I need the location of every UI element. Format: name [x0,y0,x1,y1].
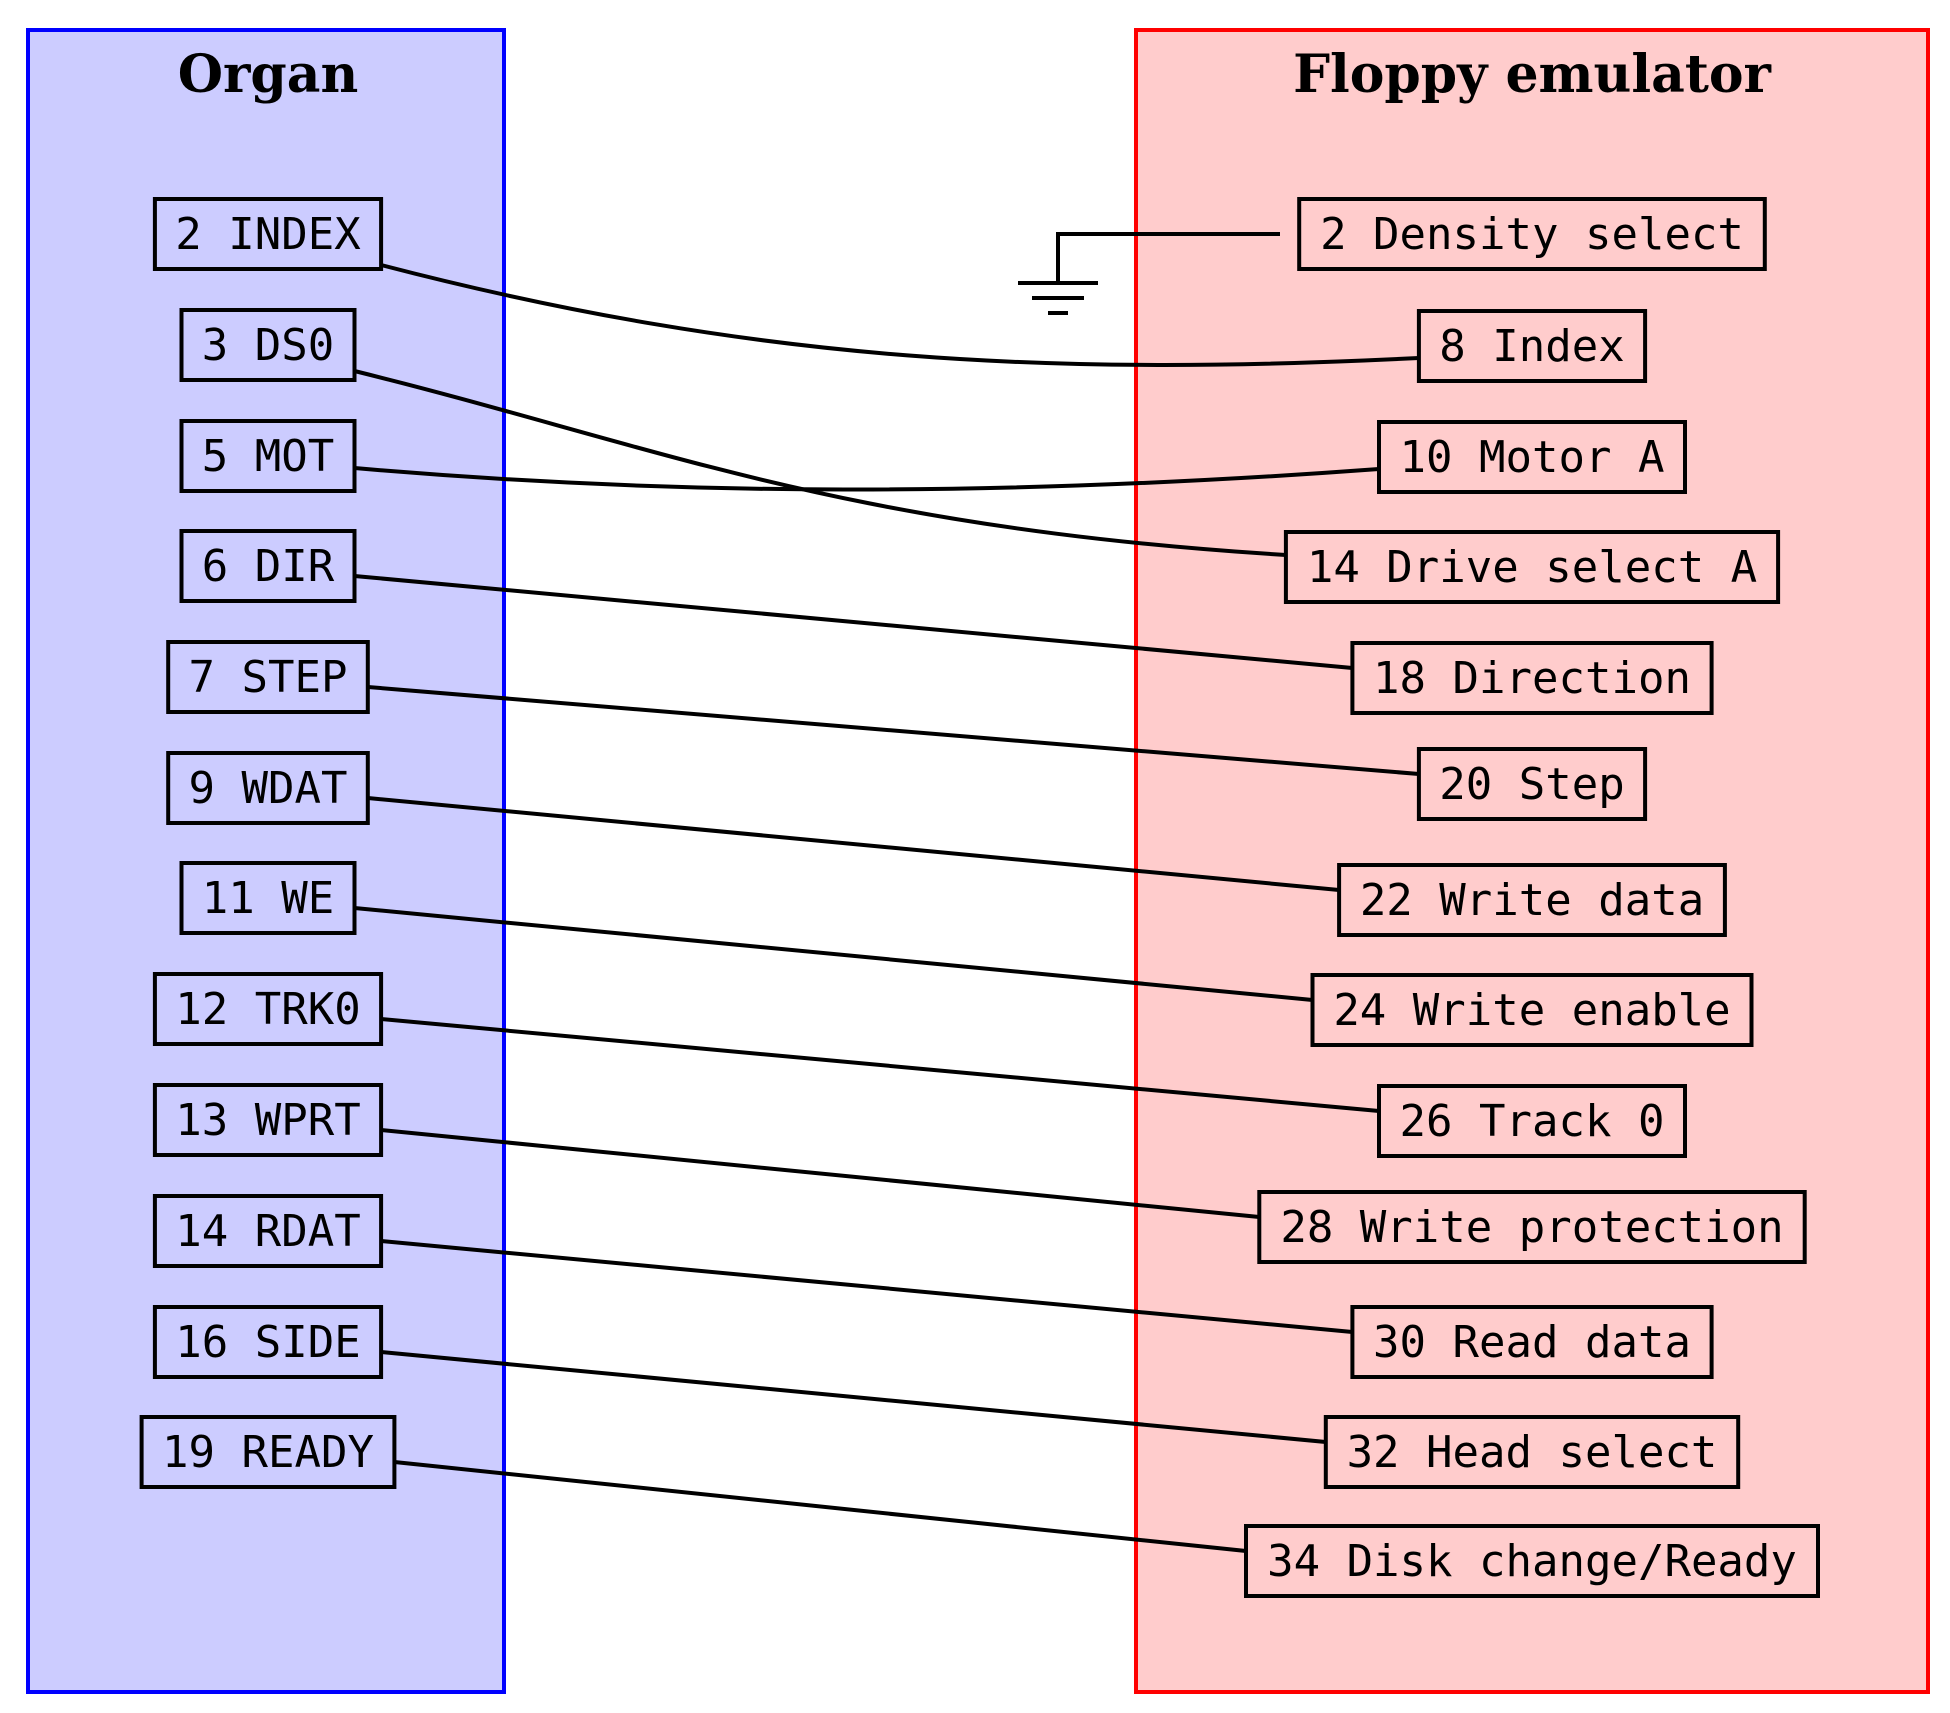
emulator-pin-box [1310,973,1754,1047]
emulator-pin-box [1257,1190,1807,1264]
emulator-pin-label: 30 Read data [1373,1317,1691,1368]
organ-pin-label: 12 TRK0 [175,984,360,1035]
organ-pin-label: 6 DIR [202,541,335,592]
emulator-pin-label: 2 Density select [1320,209,1744,260]
emulator-pin-box [1350,641,1714,715]
emulator-pin-14-drive-select-a: 14 Drive select A [1283,530,1781,604]
organ-pin-box [166,751,370,825]
organ-pin-5-mot: 5 MOT [179,419,357,493]
emulator-pin-20-step: 20 Step [1416,747,1648,821]
organ-pin-label: 13 WPRT [175,1095,360,1146]
organ-pin-16-side: 16 SIDE [152,1305,384,1379]
organ-pin-box [179,861,357,935]
connection-wires [354,263,1420,1553]
organ-pin-9-wdat: 9 WDAT [166,751,370,825]
emulator-pin-box [1283,530,1781,604]
emulator-pin-26-track-0: 26 Track 0 [1377,1084,1687,1158]
emulator-pin-box [1337,863,1727,937]
emulator-pin-8-index: 8 Index [1416,309,1648,383]
organ-pin-7-step: 7 STEP [166,640,370,714]
emulator-pin-label: 22 Write data [1360,875,1704,926]
wire-11-we-to-24-write-enable [354,906,1313,1002]
organ-pin-label: 19 READY [162,1427,374,1478]
emulator-pin-32-head-select: 32 Head select [1323,1415,1741,1489]
emulator-pin-30-read-data: 30 Read data [1350,1305,1714,1379]
wire-16-side-to-32-head-select [380,1350,1326,1444]
organ-pin-label: 9 WDAT [189,763,348,814]
emulator-pin-box [1416,747,1648,821]
wire-12-trk0-to-26-track-0 [380,1017,1380,1113]
organ-pin-box [179,529,357,603]
floppy-emulator-title: Floppy emulator [1293,44,1771,105]
wire-9-wdat-to-22-write-data [367,796,1340,892]
emulator-pin-label: 24 Write enable [1333,985,1730,1036]
emulator-pin-label: 32 Head select [1347,1427,1718,1478]
emulator-pin-label: 34 Disk change/Ready [1267,1536,1797,1587]
wire-19-ready-to-34-disk-change-ready [394,1460,1247,1553]
wire-6-dir-to-18-direction [354,574,1353,670]
emulator-pin-label: 14 Drive select A [1307,542,1757,593]
emulator-pin-box [1244,1524,1820,1598]
emulator-pin-label: 20 Step [1439,759,1624,810]
wire-2-index-to-8-index [380,263,1419,367]
organ-pin-box [152,1194,384,1268]
organ-pin-box [179,308,357,382]
emulator-pin-label: 10 Motor A [1400,432,1665,483]
organ-pin-box [179,419,357,493]
organ-pin-box [152,1083,384,1157]
organ-pin-19-ready: 19 READY [139,1415,397,1489]
organ-pin-box [166,640,370,714]
wire-7-step-to-20-step [367,685,1420,776]
emulator-pin-box [1323,1415,1741,1489]
emulator-pin-34-disk-change-ready: 34 Disk change/Ready [1244,1524,1820,1598]
organ-pin-box [152,197,384,271]
organ-pin-box [152,1305,384,1379]
emulator-pin-label: 26 Track 0 [1400,1096,1665,1147]
emulator-pin-label: 28 Write protection [1280,1202,1783,1253]
organ-title: Organ [178,44,359,105]
organ-pin-label: 16 SIDE [175,1317,360,1368]
organ-pin-2-index: 2 INDEX [152,197,384,271]
organ-pin-14-rdat: 14 RDAT [152,1194,384,1268]
organ-pin-box [152,972,384,1046]
organ-pin-6-dir: 6 DIR [179,529,357,603]
emulator-pin-10-motor-a: 10 Motor A [1377,420,1687,494]
ground-icon [1018,232,1280,315]
emulator-pin-box [1297,197,1767,271]
organ-pin-12-trk0: 12 TRK0 [152,972,384,1046]
emulator-pin-box [1416,309,1648,383]
emulator-pin-18-direction: 18 Direction [1350,641,1714,715]
organ-pin-label: 11 WE [202,873,334,924]
organ-pin-box [139,1415,397,1489]
emulator-pin-22-write-data: 22 Write data [1337,863,1727,937]
organ-pin-11-we: 11 WE [179,861,357,935]
organ-pin-13-wprt: 13 WPRT [152,1083,384,1157]
emulator-pin-box [1350,1305,1714,1379]
organ-pin-label: 5 MOT [202,431,334,482]
wire-3-ds0-to-14-drive-select-a [354,369,1287,557]
wire-13-wprt-to-28-write-protection [380,1128,1260,1219]
organ-pin-3-ds0: 3 DS0 [179,308,357,382]
organ-pin-label: 14 RDAT [175,1206,360,1257]
emulator-pin-box [1377,420,1687,494]
emulator-pin-2-density-select: 2 Density select [1297,197,1767,271]
emulator-pin-label: 18 Direction [1373,653,1691,704]
pin-boxes: 2 INDEX 3 DS0 5 MOT 6 DIR 7 STEP 9 WDAT 11 WE 1… [139,197,1820,1598]
wire-14-rdat-to-30-read-data [380,1239,1353,1334]
organ-pin-label: 2 INDEX [175,209,361,260]
organ-pin-label: 3 DS0 [202,320,334,371]
organ-pin-label: 7 STEP [189,652,348,703]
emulator-pin-24-write-enable: 24 Write enable [1310,973,1754,1047]
emulator-pin-box [1377,1084,1687,1158]
emulator-pin-28-write-protection: 28 Write protection [1257,1190,1807,1264]
emulator-pin-label: 8 Index [1439,321,1624,372]
wire-5-mot-to-10-motor-a [354,466,1380,492]
